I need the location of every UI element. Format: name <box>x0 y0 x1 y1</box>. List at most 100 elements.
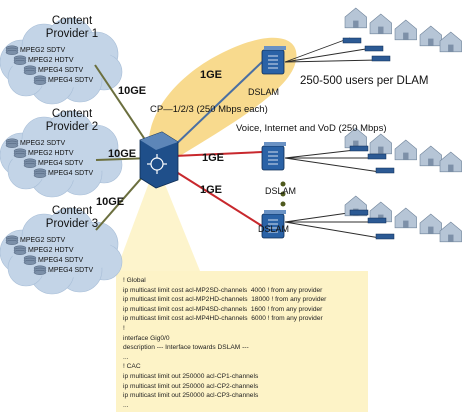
stream-label: MPEG4 SDTV <box>38 160 83 167</box>
disk-stack-icon <box>5 138 19 148</box>
house-body <box>369 13 392 35</box>
stream-label: MPEG4 SDTV <box>48 77 93 84</box>
house-door <box>353 20 359 28</box>
dslam-body <box>261 49 285 75</box>
dslam-label: DSLAM <box>265 186 296 196</box>
house-icon <box>394 207 417 229</box>
house-icon <box>419 25 442 47</box>
config-line: ip multicast limit cost acl-MP2HD-channe… <box>123 296 327 304</box>
config-line: interface Gig0/0 <box>123 334 170 342</box>
house-door <box>428 158 434 166</box>
disk <box>5 49 19 55</box>
dslam-top <box>264 46 286 50</box>
voice-internet-vod-label: Voice, Internet and VoD (250 Mbps) <box>236 123 387 134</box>
stb-body <box>375 233 395 240</box>
house-door <box>448 44 454 52</box>
disk-stack-icon <box>23 255 37 265</box>
stream-label: MPEG4 SDTV <box>38 257 83 264</box>
access-line <box>284 211 356 223</box>
house-icon <box>369 13 392 35</box>
house-body <box>419 213 442 235</box>
stb-body <box>367 217 387 224</box>
house-icon <box>344 127 367 149</box>
disk-stack-icon <box>33 265 47 275</box>
house-icon <box>419 213 442 235</box>
set-top-box-icon <box>364 45 384 52</box>
stream-label: MPEG4 SDTV <box>38 67 83 74</box>
link-label-1ge: 1GE <box>200 184 222 196</box>
stream-label: MPEG2 SDTV <box>20 237 65 244</box>
config-beam <box>116 172 200 271</box>
disk <box>13 59 27 65</box>
stb-body <box>371 55 391 62</box>
config-line: ip multicast limit cost acl-MP4HD-channe… <box>123 315 323 323</box>
dslam-body <box>261 145 285 171</box>
disk <box>33 269 47 275</box>
house-door <box>378 26 384 34</box>
dslam-top <box>264 142 286 146</box>
disk-stack-icon <box>33 75 47 85</box>
stb-body <box>349 145 369 152</box>
dslam-icon <box>261 210 286 239</box>
stream-label: MPEG2 HDTV <box>28 150 74 157</box>
house-body <box>344 127 367 149</box>
stb-body <box>367 153 387 160</box>
disk <box>33 172 47 178</box>
house-door <box>403 220 409 228</box>
switch-icon <box>139 131 179 189</box>
house-body <box>394 19 417 41</box>
provider-name-line1: Content <box>52 108 93 120</box>
disk <box>13 152 27 158</box>
ellipsis-dot <box>280 201 286 207</box>
config-line: ip multicast limit out 250000 acl-CP2-ch… <box>123 382 259 390</box>
provider-name-line1: Content <box>52 205 93 217</box>
config-line: ip multicast limit out 250000 acl-CP1-ch… <box>123 373 259 380</box>
config-line: ! <box>123 325 125 332</box>
disk <box>23 259 37 265</box>
multicast-highlight <box>148 37 297 165</box>
access-line <box>284 59 379 63</box>
disk <box>23 162 37 168</box>
one-ge-link-2 <box>173 151 263 157</box>
house-icon <box>419 145 442 167</box>
link-label-10ge: 10GE <box>118 85 146 97</box>
config-line: ... <box>123 353 129 361</box>
house-door <box>403 152 409 160</box>
disk <box>33 79 47 85</box>
disk-stack-icon <box>33 168 47 178</box>
link-label-1ge: 1GE <box>202 152 224 164</box>
link-label-10ge: 10GE <box>108 148 136 160</box>
cloud-core <box>12 129 112 181</box>
users-per-dslam-label: 250-500 users per DLAM <box>300 75 428 87</box>
stream-label: MPEG2 SDTV <box>20 47 65 54</box>
ellipsis-dot <box>280 191 286 197</box>
access-line <box>284 37 351 63</box>
set-top-box-icon <box>375 233 395 240</box>
cloud-core <box>12 226 112 278</box>
set-top-box-icon <box>349 145 369 152</box>
house-icon <box>439 31 462 53</box>
access-line <box>284 157 381 173</box>
provider-name-line2: Provider 2 <box>46 121 98 133</box>
dslam-top <box>264 210 286 214</box>
house-door <box>403 32 409 40</box>
disk-stack-icon <box>13 148 27 158</box>
disk-stack-icon <box>23 158 37 168</box>
ten-ge-link <box>94 64 153 151</box>
dslam-label: DSLAM <box>258 224 289 234</box>
stb-body <box>364 45 384 52</box>
house-body <box>394 139 417 161</box>
set-top-box-icon <box>367 217 387 224</box>
cp-bandwidth-label: CP—1/2/3 (250 Mbps each) <box>150 104 268 115</box>
cloud-icon <box>0 17 123 105</box>
set-top-box-icon <box>342 37 362 44</box>
house-door <box>428 226 434 234</box>
set-top-box-icon <box>367 153 387 160</box>
house-icon <box>439 151 462 173</box>
set-top-box-icon <box>375 167 395 174</box>
disk <box>5 239 19 245</box>
cloud-core <box>12 36 112 88</box>
house-icon <box>344 7 367 29</box>
